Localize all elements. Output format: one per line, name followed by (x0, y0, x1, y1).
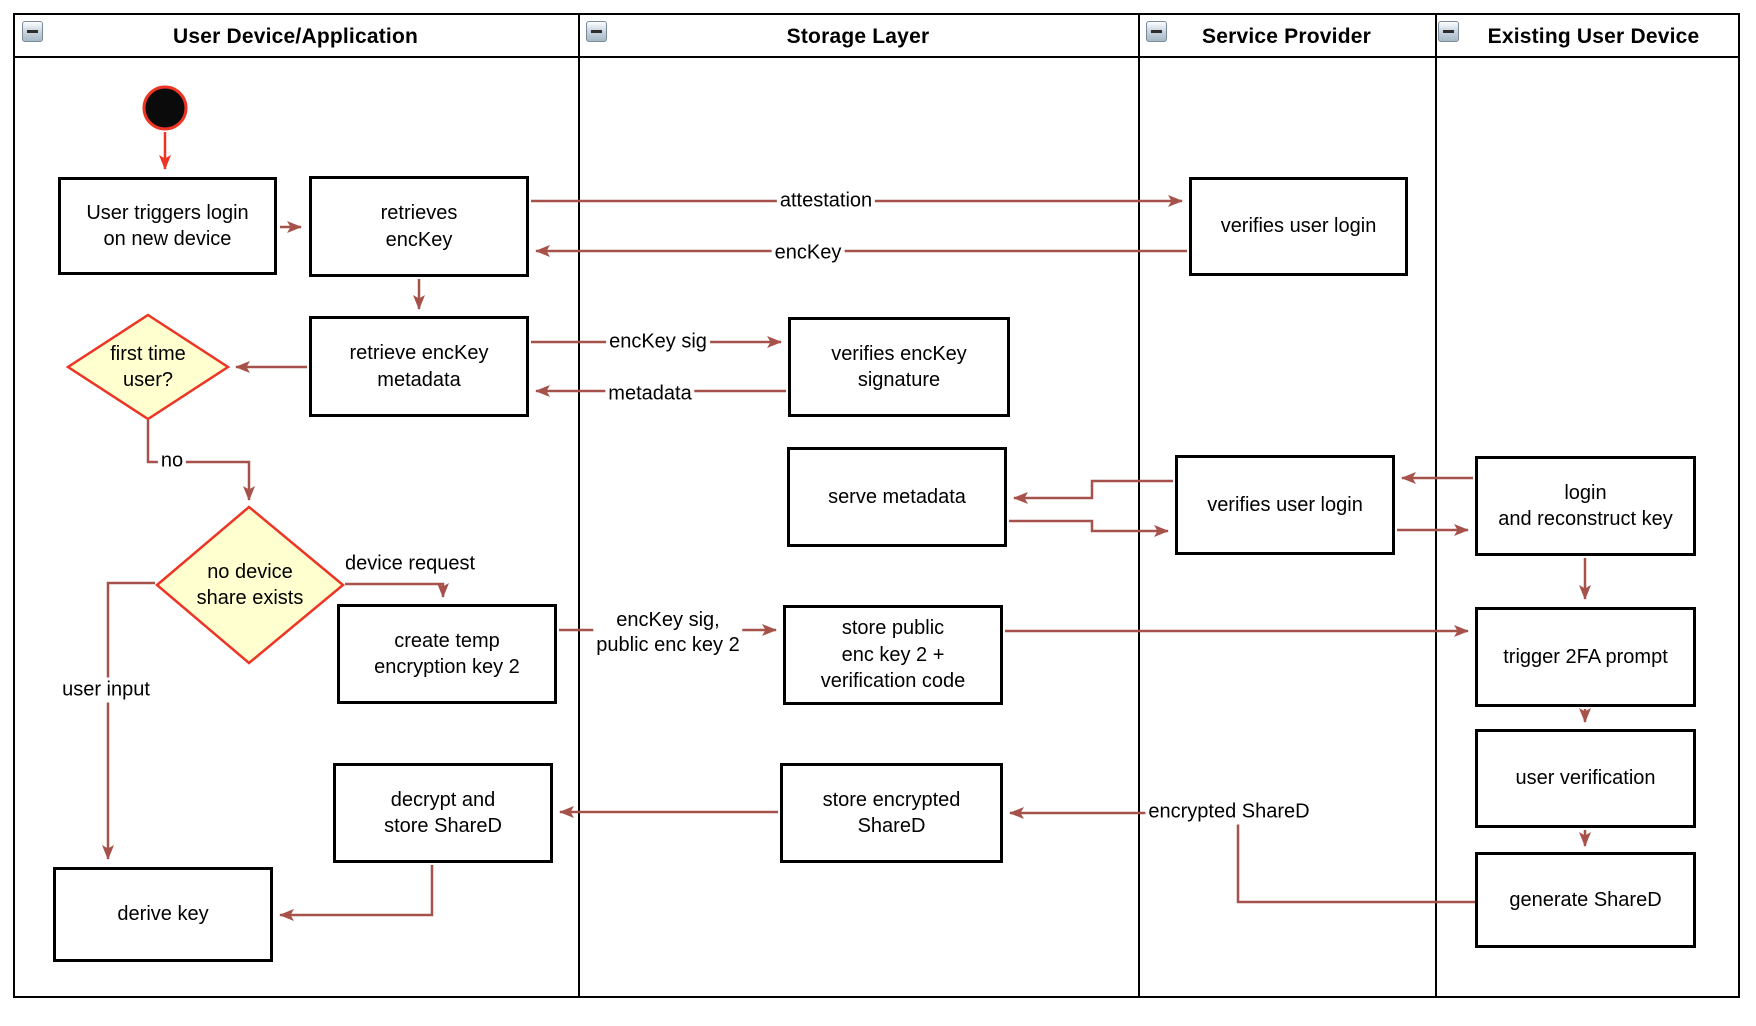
edge-encrypted-shared (1009, 807, 1475, 904)
activity-login-reconstruct[interactable]: login and reconstruct key (1475, 456, 1696, 556)
lane-title-storage-layer[interactable]: Storage Layer (786, 24, 930, 48)
decision-label-first-time: first time user? (110, 343, 186, 391)
lane-title-service-provider[interactable]: Service Provider (1202, 24, 1371, 48)
edge-label-enckey: encKey (771, 240, 845, 266)
decision-first-time-user[interactable] (65, 313, 231, 421)
start-node[interactable] (142, 85, 188, 131)
activity-store-public-key[interactable]: store public enc key 2 + verification co… (783, 605, 1003, 705)
activity-user-verification[interactable]: user verification (1475, 729, 1696, 828)
diagram-border (13, 13, 1740, 998)
edge-label-enckey-sig-public: encKey sig, public enc key 2 (593, 608, 743, 658)
decision-label-no-device: no device share exists (196, 561, 304, 609)
lane-title-existing-device[interactable]: Existing User Device (1487, 24, 1700, 48)
collapse-icon[interactable] (1146, 21, 1167, 42)
edge-label-no: no (157, 448, 187, 474)
activity-store-encrypted[interactable]: store encrypted ShareD (780, 763, 1003, 863)
edge-user-input (102, 581, 155, 860)
lane-divider-2 (1138, 13, 1140, 998)
decision-no-device-share[interactable] (155, 505, 345, 665)
edge-label-encrypted-shared: encrypted ShareD (1145, 799, 1313, 825)
edge-no-branch (146, 420, 255, 501)
collapse-icon[interactable] (1438, 21, 1459, 42)
activity-derive-key[interactable]: derive key (53, 867, 273, 962)
lane-title-user-device[interactable]: User Device/Application (172, 24, 418, 48)
lane-divider-1 (578, 13, 580, 998)
activity-serve-metadata[interactable]: serve metadata (787, 447, 1007, 547)
edge-serve-to-verifies (1009, 519, 1169, 537)
collapse-icon[interactable] (586, 21, 607, 42)
edge-device-request (345, 582, 449, 598)
header-separator (13, 56, 1740, 58)
activity-create-temp-key[interactable]: create temp encryption key 2 (337, 604, 557, 704)
activity-trigger-2fa[interactable]: trigger 2FA prompt (1475, 607, 1696, 707)
activity-verifies-login-1[interactable]: verifies user login (1189, 177, 1408, 276)
edge-label-enckey-sig: encKey sig (606, 329, 710, 355)
activity-generate-shared[interactable]: generate ShareD (1475, 852, 1696, 948)
activity-verifies-signature[interactable]: verifies encKey signature (788, 317, 1010, 417)
activity-user-triggers-login[interactable]: User triggers login on new device (58, 177, 277, 275)
activity-retrieves-enckey[interactable]: retrieves encKey (309, 176, 529, 277)
edge-label-user-input: user input (59, 677, 153, 703)
lane-divider-3 (1435, 13, 1437, 998)
edge-label-device-request: device request (341, 551, 479, 577)
activity-decrypt-store[interactable]: decrypt and store ShareD (333, 763, 553, 863)
edge-verifies-to-serve (1013, 479, 1173, 504)
activity-verifies-login-2[interactable]: verifies user login (1175, 455, 1395, 555)
edge-decrypt-to-derive (279, 865, 434, 921)
activity-retrieve-metadata[interactable]: retrieve encKey metadata (309, 316, 529, 417)
edge-label-attestation: attestation (776, 188, 876, 214)
edge-label-metadata: metadata (605, 381, 695, 407)
collapse-icon[interactable] (22, 21, 43, 42)
